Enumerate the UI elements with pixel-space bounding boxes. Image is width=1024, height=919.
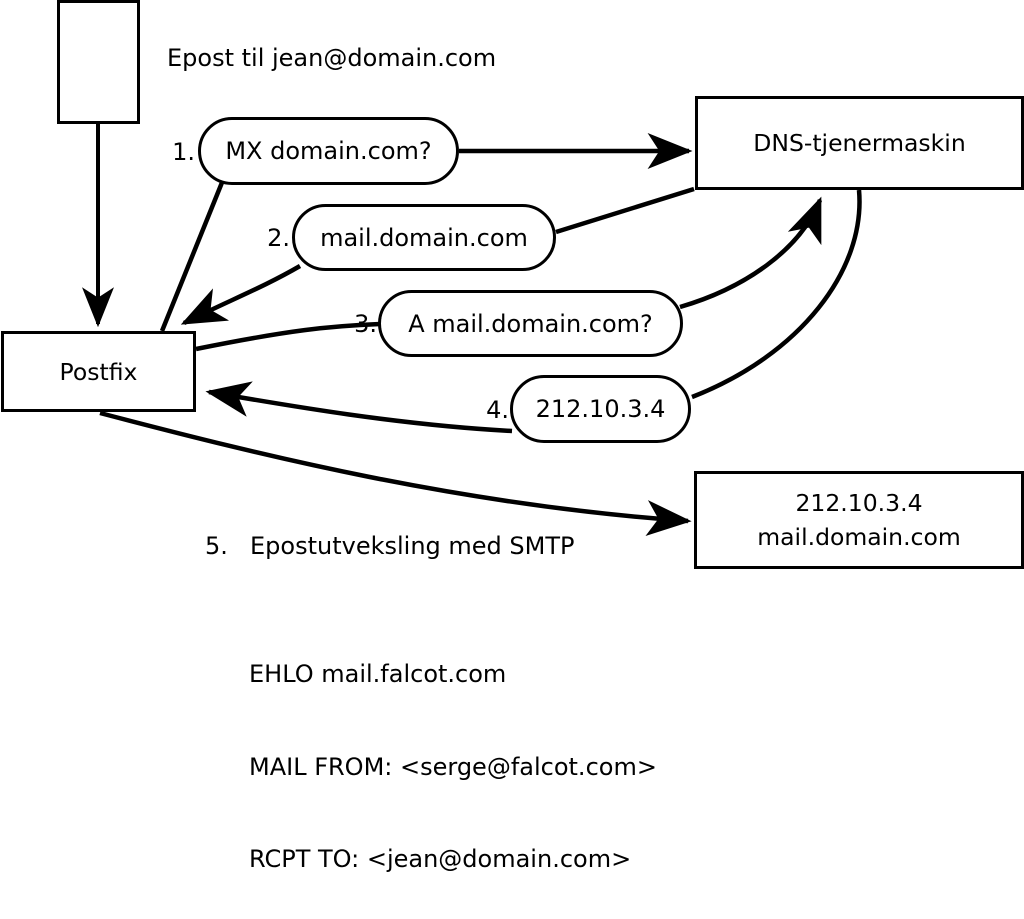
connector-postfix-to-mailserver [99,410,692,537]
step-number-5: 5. [205,532,228,560]
bubble-step-2[interactable]: mail.domain.com [292,204,556,271]
bubble-step-3[interactable]: A mail.domain.com? [378,290,683,357]
connector-postfix-to-step3 [195,321,381,352]
bubble-step-1[interactable]: MX domain.com? [198,117,459,185]
smtp-line: RCPT TO: <jean@domain.com> [249,844,632,873]
client-box[interactable] [57,0,140,124]
connector-step1-tail [159,179,226,332]
page-title: Epost til jean@domain.com [167,44,497,72]
mail-server-box[interactable]: 212.10.3.4 mail.domain.com [694,471,1024,569]
smtp-line: EHLO mail.falcot.com [249,660,507,689]
bubble-step-3-label: A mail.domain.com? [408,309,653,338]
connector-step4-to-postfix [205,381,513,434]
connector-dns-to-step2 [555,186,695,235]
bubble-step-4[interactable]: 212.10.3.4 [510,375,691,443]
smtp-transcript: EHLO mail.falcot.com MAIL FROM: <serge@f… [249,598,657,919]
connector-dns-to-step4 [691,189,862,400]
connector-step3-to-dns [679,196,823,310]
mail-server-hostname: mail.domain.com [757,523,961,551]
step-number-4: 4. [486,396,509,424]
dns-server-box-label: DNS-tjenermaskin [753,129,966,157]
connector-step2-to-postfix [180,264,302,326]
dns-server-box[interactable]: DNS-tjenermaskin [695,96,1024,190]
bubble-step-4-label: 212.10.3.4 [535,395,666,423]
step-number-2: 2. [267,224,290,252]
postfix-box-label: Postfix [59,357,138,386]
step-number-3: 3. [354,310,377,338]
bubble-step-1-label: MX domain.com? [225,137,432,165]
postfix-box[interactable]: Postfix [1,331,196,412]
mail-server-ip: 212.10.3.4 [795,489,923,517]
bubble-step-2-label: mail.domain.com [320,223,528,252]
smtp-line: MAIL FROM: <serge@falcot.com> [249,752,657,781]
step-number-1: 1. [172,138,195,166]
step-5-label: Epostutveksling med SMTP [250,532,575,560]
